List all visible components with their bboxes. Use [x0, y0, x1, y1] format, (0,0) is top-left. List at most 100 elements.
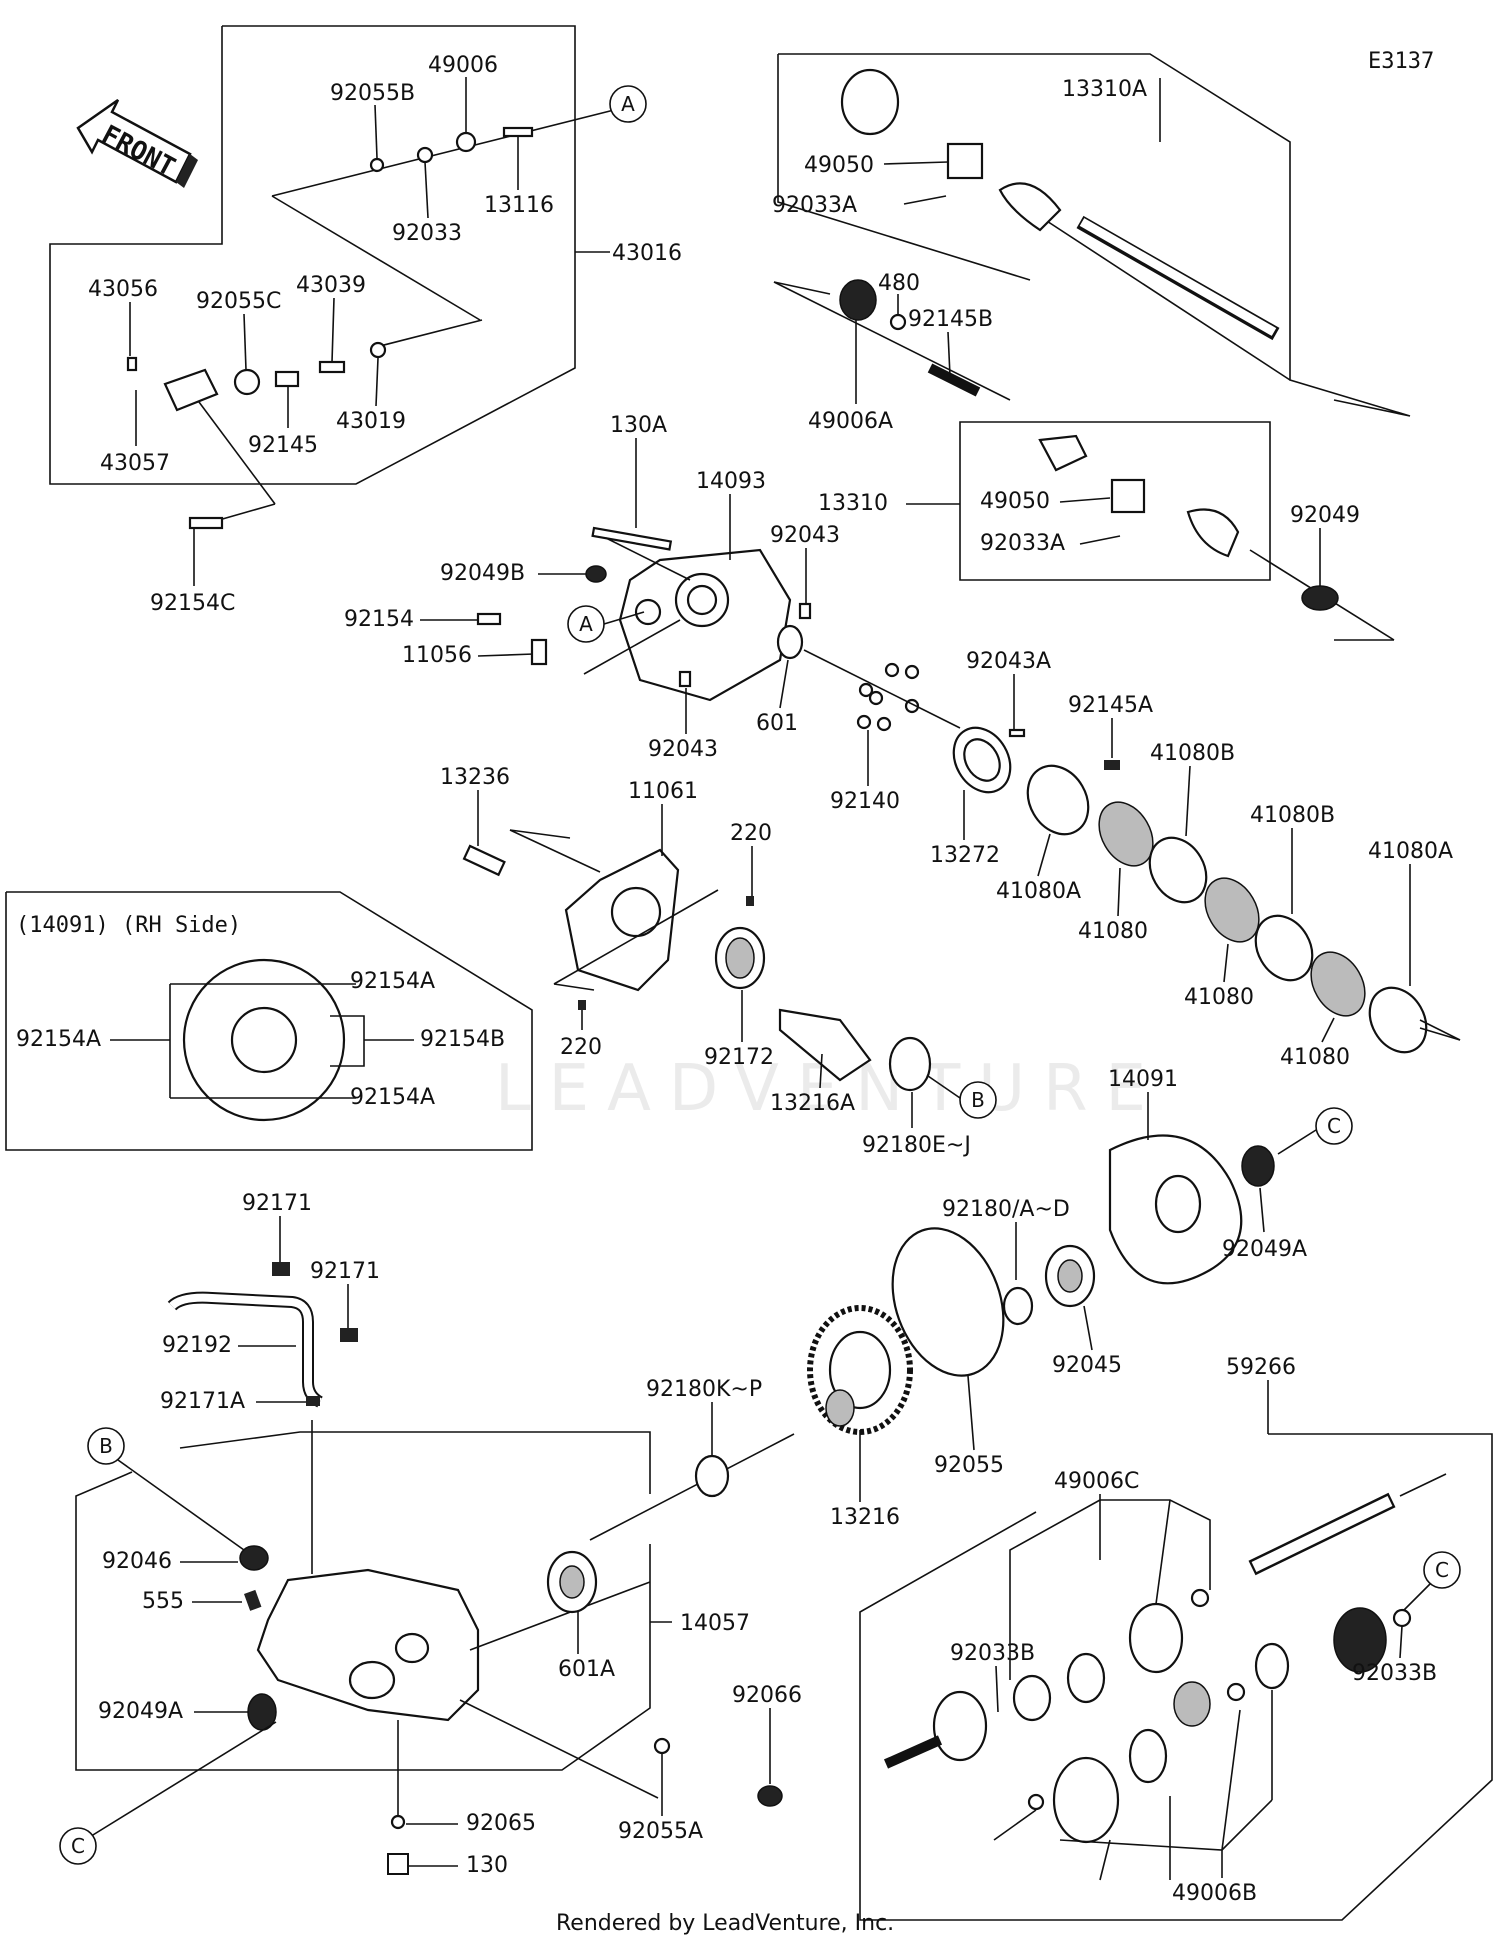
label-92043A: 92043A	[966, 649, 1051, 674]
label-13216A: 13216A	[770, 1091, 855, 1116]
clutch-pack	[1026, 764, 1461, 1054]
label-41080-1: 41080	[1078, 919, 1148, 944]
label-92171-2: 92171	[310, 1259, 380, 1284]
label-92171-1: 92171	[242, 1191, 312, 1216]
label-92055: 92055	[934, 1453, 1004, 1478]
label-43019: 43019	[336, 409, 406, 434]
bracket-11056	[530, 638, 548, 666]
label-41080A-1: 41080A	[996, 879, 1081, 904]
group-13310A	[777, 53, 1411, 417]
label-13310A: 13310A	[1062, 77, 1147, 102]
bearing-cage	[1173, 1681, 1211, 1727]
label-92154A-2: 92154A	[16, 1027, 101, 1052]
label-92171A: 92171A	[160, 1389, 245, 1414]
label-92180KP: 92180K~P	[646, 1377, 762, 1402]
callout-a-top: A	[609, 85, 647, 123]
label-92145A: 92145A	[1068, 693, 1153, 718]
label-49050-top: 49050	[804, 153, 874, 178]
label-92154C: 92154C	[150, 591, 235, 616]
ring-inner	[1254, 1642, 1290, 1690]
disc-41080-1	[1098, 801, 1154, 867]
label-49006C: 49006C	[1054, 1469, 1139, 1494]
band-49006B	[1128, 1728, 1168, 1784]
label-41080-3: 41080	[1280, 1045, 1350, 1070]
diagram-code: E3137	[1368, 49, 1434, 74]
bolt-43056	[126, 356, 138, 372]
label-49050-mid: 49050	[980, 489, 1050, 514]
boot-49006C	[1128, 1602, 1184, 1674]
label-41080B-2: 41080B	[1250, 803, 1335, 828]
bolt-220-top	[746, 896, 754, 906]
label-92055B: 92055B	[330, 81, 415, 106]
shift-lever-43057	[163, 368, 219, 412]
svg-text:A: A	[621, 92, 635, 116]
label-130: 130	[466, 1853, 508, 1878]
label-92033B-2: 92033B	[1352, 1661, 1437, 1686]
label-14093: 14093	[696, 469, 766, 494]
group-14057	[75, 1420, 672, 1799]
label-49006B: 49006B	[1172, 1881, 1257, 1906]
pinion-13216A	[778, 1008, 872, 1082]
washer-43019	[369, 341, 387, 359]
label-92049B: 92049B	[440, 561, 525, 586]
label-92180EJ: 92180E~J	[862, 1133, 971, 1158]
label-92055C: 92055C	[196, 289, 281, 314]
seal-92049A-top	[1241, 1145, 1275, 1187]
label-49006A: 49006A	[808, 409, 893, 434]
bolt-220-bot	[578, 1000, 586, 1010]
housing-14057	[256, 1568, 480, 1722]
cv-joint-outer	[1333, 1607, 1387, 1673]
label-13310: 13310	[818, 491, 888, 516]
callout-c-top: C	[1315, 1107, 1353, 1145]
svg-text:C: C	[1435, 1558, 1449, 1582]
yoke-13310-a	[1038, 434, 1088, 472]
clamp-92171-2	[340, 1328, 358, 1342]
o-ring-92055C	[233, 368, 261, 396]
plug-92066	[757, 1785, 783, 1807]
clip-92033B-right	[1392, 1608, 1412, 1628]
label-13236: 13236	[440, 765, 510, 790]
plate-41080A-2	[1368, 986, 1428, 1054]
svg-text:A: A	[579, 612, 593, 636]
disc-41080-2	[1204, 877, 1260, 943]
label-92180AD: 92180/A~D	[942, 1197, 1070, 1222]
label-13116: 13116	[484, 193, 554, 218]
svg-text:C: C	[71, 1834, 85, 1858]
cv-joint-inner	[932, 1690, 988, 1762]
o-ring-92055	[891, 1227, 1005, 1377]
label-92043-bot: 92043	[648, 737, 718, 762]
plate-41080B-1	[1148, 836, 1208, 904]
band-49006C	[1066, 1652, 1106, 1704]
yoke-top	[840, 68, 900, 136]
label-92154A-3: 92154A	[350, 1085, 435, 1110]
label-43057: 43057	[100, 451, 170, 476]
label-92140: 92140	[830, 789, 900, 814]
label-41080A-2: 41080A	[1368, 839, 1453, 864]
front-arrow-icon: FRONT	[76, 98, 198, 188]
label-92154B: 92154B	[420, 1027, 505, 1052]
group-59266	[859, 1380, 1493, 1921]
label-92033: 92033	[392, 221, 462, 246]
cage	[1012, 1674, 1052, 1722]
shim-92180E-J	[888, 1036, 932, 1092]
label-92055A: 92055A	[618, 1819, 703, 1844]
label-43016: 43016	[612, 241, 682, 266]
callout-b-mid: B	[959, 1081, 997, 1119]
plate-41080A-1	[1026, 764, 1090, 836]
cross-joint-49050-top	[946, 142, 984, 180]
label-92145B: 92145B	[908, 307, 993, 332]
label-480: 480	[878, 271, 920, 296]
washer-92065	[390, 1814, 406, 1830]
clip-92033B-top	[1190, 1588, 1210, 1608]
plate-41080B-2	[1254, 914, 1314, 982]
pin-13116	[502, 126, 534, 138]
label-43039: 43039	[296, 273, 366, 298]
label-92049: 92049	[1290, 503, 1360, 528]
spring-92145	[274, 370, 300, 388]
clamp-92171A	[306, 1396, 320, 1406]
o-ring-92055B	[369, 157, 385, 173]
bolt-92154	[476, 612, 502, 626]
clip-inner	[1226, 1682, 1246, 1702]
label-92045: 92045	[1052, 1353, 1122, 1378]
